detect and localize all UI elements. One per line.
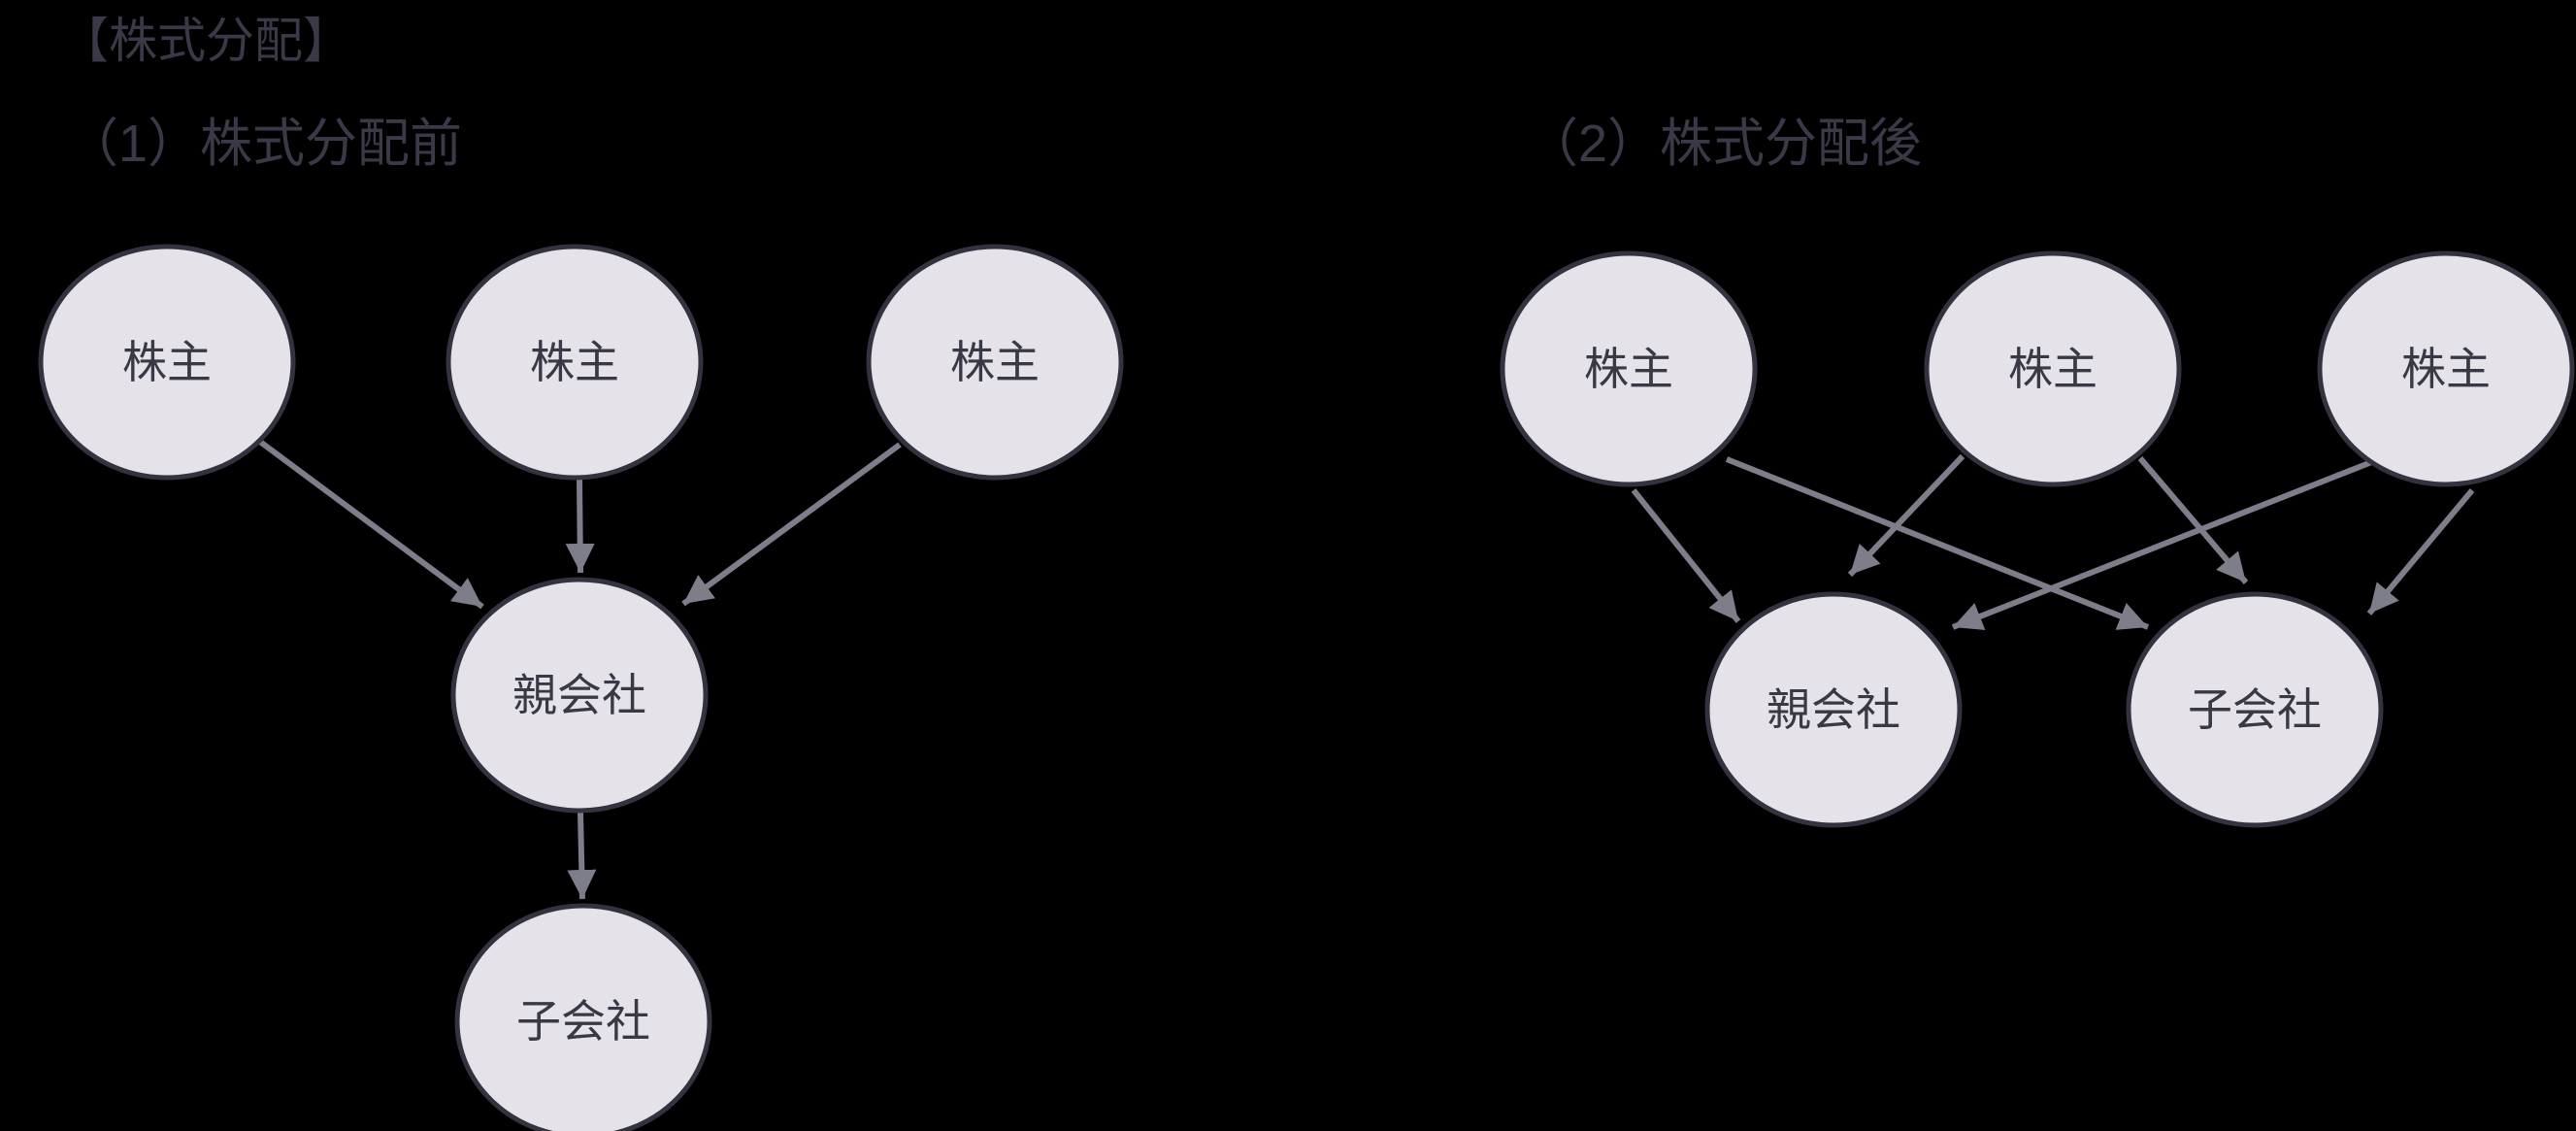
arrow-after-shareholder2-to-parent bbox=[1847, 453, 1965, 578]
arrow-after-shareholder1-to-subsidiary bbox=[1725, 456, 2150, 630]
node-before-shareholder-3: 株主 bbox=[866, 244, 1124, 481]
nodes-after: 株主 株主 株主 親会社 子会社 bbox=[1500, 250, 2575, 828]
section-heading-before: （1）株式分配前 bbox=[66, 115, 463, 173]
node-before-shareholder-1: 株主 bbox=[38, 244, 296, 481]
arrow-after-shareholder2-to-subsidiary bbox=[2137, 456, 2249, 584]
node-label: 株主 bbox=[122, 337, 212, 387]
node-label: 子会社 bbox=[2188, 684, 2322, 735]
page-title: 【株式分配】 bbox=[60, 14, 351, 68]
arrow-before-shareholder1-to-parent bbox=[258, 439, 484, 610]
node-before-shareholder-2: 株主 bbox=[446, 244, 704, 481]
edges-after bbox=[1631, 453, 2475, 630]
section-heading-after: （2）株式分配後 bbox=[1526, 115, 1923, 173]
node-label: 株主 bbox=[2401, 344, 2491, 394]
node-label: 株主 bbox=[1584, 344, 1673, 394]
arrow-after-shareholder3-to-subsidiary bbox=[2366, 488, 2475, 615]
node-label: 株主 bbox=[950, 337, 1040, 387]
arrow-after-shareholder3-to-parent bbox=[1951, 456, 2381, 630]
node-label: 親会社 bbox=[1767, 684, 1900, 735]
node-label: 株主 bbox=[2008, 344, 2097, 394]
arrow-after-shareholder1-to-parent bbox=[1631, 488, 1741, 623]
node-label: 親会社 bbox=[512, 670, 646, 720]
node-after-shareholder-1: 株主 bbox=[1500, 250, 1758, 487]
nodes-before: 株主 株主 株主 親会社 子会社 bbox=[38, 244, 1124, 1131]
node-after-parent: 親会社 bbox=[1704, 591, 1963, 828]
arrow-before-shareholder3-to-parent bbox=[681, 442, 902, 607]
arrow-before-shareholder2-to-parent bbox=[565, 479, 595, 574]
arrow-before-parent-to-subsidiary bbox=[567, 812, 597, 900]
edges-before bbox=[258, 439, 902, 900]
node-label: 子会社 bbox=[516, 996, 650, 1047]
node-after-shareholder-2: 株主 bbox=[1924, 250, 2182, 487]
node-after-shareholder-3: 株主 bbox=[2317, 250, 2575, 487]
node-label: 株主 bbox=[530, 337, 619, 387]
node-before-parent: 親会社 bbox=[450, 577, 709, 814]
node-after-subsidiary: 子会社 bbox=[2126, 591, 2384, 828]
node-before-subsidiary: 子会社 bbox=[454, 903, 712, 1131]
